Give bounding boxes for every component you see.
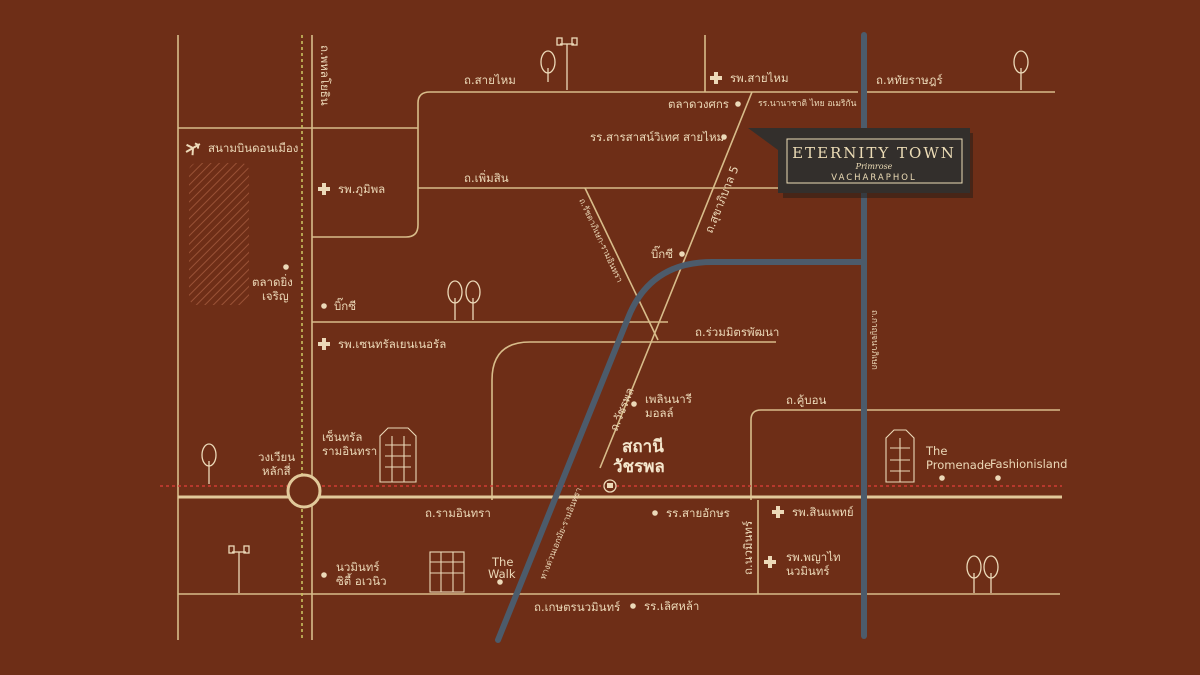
label-hathairat: ถ.หทัยราษฎร์: [876, 73, 943, 87]
label-fashion-mall-1: เพลินนารี: [645, 392, 692, 406]
label-the-walk-1: The: [491, 555, 513, 569]
label-phyathai-2: นวมินทร์: [786, 564, 830, 578]
road-network: [177, 35, 1060, 640]
label-yingcharoen-2: เจริญ: [262, 289, 289, 303]
label-kaset-nawamin: ถ.เกษตรนวมินทร์: [534, 600, 620, 614]
label-yingcharoen-1: ตลาดยิ่ง: [252, 274, 293, 289]
road-khubon: [750, 409, 1060, 500]
label-phumipol: รพ.ภูมิพล: [338, 182, 385, 196]
label-duangkamol: ตลาดวงศกร: [668, 97, 729, 111]
label-sarasas: รร.สารสาสน์วิเทศ สายไหม: [590, 130, 724, 144]
brand-script: Primrose: [855, 162, 893, 171]
label-the-walk-2: Walk: [488, 567, 516, 581]
label-fashionisland: Fashionisland: [990, 457, 1067, 471]
label-bigc-left: บิ๊กซี: [334, 297, 356, 313]
label-central-ramintra-1: เซ็นทรัล: [322, 429, 362, 444]
poi-dot-sarasas: [721, 134, 727, 140]
expressway-line: [495, 259, 867, 643]
label-promenade-1: The: [925, 444, 947, 458]
poi-dot-the-walk: [497, 579, 503, 585]
poi-dot-bigc-right: [679, 251, 685, 257]
label-bigc-right: บิ๊กซี: [651, 245, 673, 261]
label-saimai-hospital: รพ.สายไหม: [730, 71, 789, 85]
hospital-icon-saimai: [710, 72, 722, 84]
label-promenade-2: Promenade: [926, 458, 991, 472]
poi-dot-duangkamol: [735, 101, 741, 107]
label-sai-mai: ถ.สายไหม: [464, 73, 516, 87]
poi-dot-promenade: [939, 475, 945, 481]
tree-icon: [447, 280, 481, 320]
label-ratchakhoy: ถ.รัชดาภิเษก-รามอินทรา: [576, 197, 624, 284]
road-ratchakhoy: [584, 187, 659, 341]
label-sai-aksorn: รร.สายอักษร: [666, 506, 730, 520]
label-sukhaphiban5: ถ.สุขาภิบาล 5: [702, 164, 742, 235]
hospital-icon-sinphaet: [772, 506, 784, 518]
poi-dot-nawamin-city: [321, 572, 327, 578]
poi-dot-fashion-mall: [631, 401, 637, 407]
building-icon-promenade: [885, 429, 915, 483]
label-laksi-2: หลักสี่: [262, 463, 291, 478]
label-phyathai-1: รพ.พญาไท: [786, 550, 841, 564]
building-icon-central: [379, 427, 417, 483]
lamp-post-icon: [556, 37, 578, 90]
label-airport: สนามบินดอนเมือง: [208, 141, 298, 155]
road-watcharaphon: [599, 339, 653, 469]
label-nawamin-city-1: นวมินทร์: [336, 560, 380, 574]
label-ruam-mit: ถ.ร่วมมิตรพัฒนา: [695, 325, 779, 339]
airplane-icon: [185, 142, 201, 156]
tree-icon: [540, 50, 556, 82]
lamp-post-icon: [228, 545, 250, 593]
label-fashion-mall-2: มอลล์: [645, 406, 674, 420]
eternity-town-badge: ETERNITY TOWN Primrose VACHARAPHOL: [748, 128, 973, 198]
building-icon-nawamin-city: [429, 551, 465, 593]
hospital-icon-phyathai: [764, 556, 776, 568]
poi-dot-bigc-left: [321, 303, 327, 309]
label-laksi-1: วงเวียน: [258, 450, 295, 464]
label-khubon: ถ.คู้บอน: [786, 393, 827, 407]
brand-subtitle: VACHARAPHOL: [831, 173, 916, 183]
label-watcharaphon: ถ.วัชรพล: [607, 386, 637, 434]
airport-area: [189, 163, 249, 305]
label-phumsin: ถ.เพิ่มสิน: [464, 170, 509, 185]
label-expressway: ทางด่วนเอกมัย-รามอินทรา: [539, 486, 585, 581]
road-sai-mai: [312, 91, 858, 238]
road-sukhaphiban5: [651, 91, 753, 341]
label-station-1: สถานี: [622, 436, 664, 457]
laksi-circle-icon: [286, 473, 322, 509]
label-american-school: รร.นานาชาติ ไทย อเมริกัน: [758, 98, 857, 109]
hospital-icon-central-general: [318, 338, 330, 350]
poi-dot-yingcharoen: [283, 264, 289, 270]
label-lertla: รร.เลิศหล้า: [644, 599, 699, 613]
road-ruam-mit: [491, 341, 776, 500]
poi-dot-lertla: [630, 603, 636, 609]
label-sinphaet: รพ.สินแพทย์: [792, 505, 854, 519]
label-station-2: วัชรพล: [613, 457, 665, 477]
hospital-icon-phumipol: [318, 183, 330, 195]
tree-icon: [966, 555, 999, 593]
tree-icon: [201, 443, 217, 484]
label-nawamin: ถ.นวมินทร์: [741, 521, 755, 575]
label-ring-road: ถ.กาญจนาภิเษก: [869, 310, 879, 370]
label-central-ramintra-2: รามอินทรา: [322, 444, 377, 458]
label-phahonyothin: ถ.พหลโยธิน: [318, 45, 332, 106]
poi-dot-fashionisland: [995, 475, 1001, 481]
train-station-icon: [603, 479, 617, 493]
label-ram-intra: ถ.รามอินทรา: [425, 506, 491, 520]
tree-icon: [1013, 50, 1029, 90]
label-central-general: รพ.เซนทรัลเยนเนอรัล: [338, 337, 446, 351]
label-nawamin-city-2: ซิตี้ อเวนิว: [336, 573, 387, 588]
poi-dot-sai-aksorn: [652, 510, 658, 516]
brand-title: ETERNITY TOWN: [792, 144, 956, 162]
